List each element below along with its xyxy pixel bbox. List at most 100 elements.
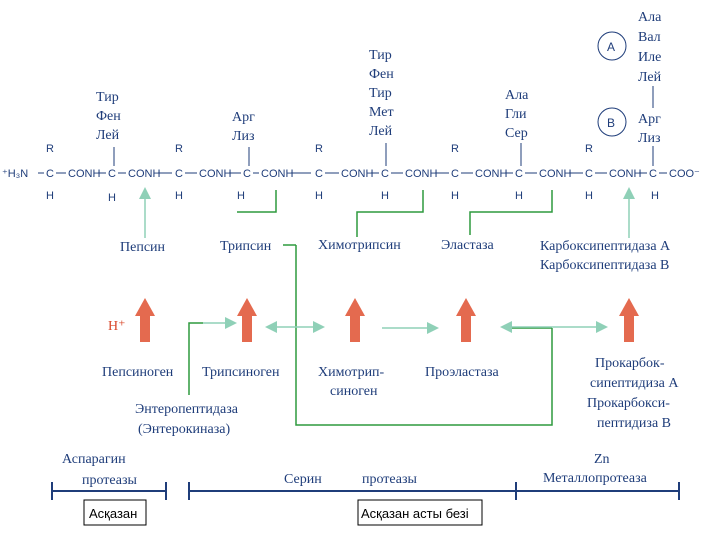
svg-text:COO⁻: COO⁻ [669, 168, 700, 180]
svg-text:Иле: Иле [638, 50, 661, 65]
class-asparagin: Аспарагин [62, 452, 126, 467]
svg-text:H: H [175, 190, 183, 202]
svg-text:Гли: Гли [505, 107, 527, 122]
svg-text:Прокарбок-: Прокарбок- [595, 356, 665, 371]
svg-text:Сер: Сер [505, 126, 528, 141]
elastase-pointer [469, 190, 553, 235]
svg-text:H: H [451, 190, 459, 202]
enteropeptidase-bracket [188, 322, 203, 395]
svg-text:A: A [607, 40, 615, 54]
side-bonds [113, 143, 654, 166]
svg-text:сипептидиза А: сипептидиза А [590, 376, 679, 391]
svg-text:C: C [243, 168, 251, 180]
circle-a: A [597, 31, 627, 61]
svg-text:Лей: Лей [369, 124, 393, 139]
svg-text:Арг: Арг [232, 110, 255, 125]
svg-text:B: B [607, 116, 615, 130]
svg-text:CONH: CONH [609, 168, 641, 180]
h-plus-label: H⁺ [108, 319, 126, 334]
svg-text:Асқазан: Асқазан [89, 506, 137, 521]
svg-text:R: R [46, 143, 54, 155]
svg-text:C: C [315, 168, 323, 180]
peptide-chain: ⁺H₃N R C H CONH C H CONH R C H CONH C H … [2, 143, 700, 204]
enteropeptidase-label: Энтеропептидаза [135, 402, 239, 417]
svg-text:R: R [451, 143, 459, 155]
class-zn: Zn [594, 452, 610, 467]
svg-text:пептидиза В: пептидиза В [597, 416, 671, 431]
svg-text:CONH: CONH [261, 168, 293, 180]
svg-text:H: H [46, 190, 54, 202]
svg-text:Тир: Тир [369, 48, 392, 63]
red-arrow-5 [619, 298, 639, 342]
svg-text:⁺H₃N: ⁺H₃N [2, 168, 28, 180]
svg-text:H: H [585, 190, 593, 202]
enzyme-carboxypeptidase-a: Карбоксипептидаза А [540, 239, 671, 254]
svg-text:CONH: CONH [475, 168, 507, 180]
svg-text:C: C [381, 168, 389, 180]
svg-text:Лей: Лей [638, 70, 662, 85]
zymogen-chymotrypsinogen-1: Химотрип- [318, 365, 385, 380]
svg-text:Мет: Мет [369, 105, 394, 120]
side-group-5: Ала Вал Иле Лей [638, 10, 662, 85]
range-bars [51, 482, 680, 500]
svg-text:CONH: CONH [68, 168, 100, 180]
svg-text:CONH: CONH [128, 168, 160, 180]
activation-arrows [135, 298, 639, 342]
svg-text:H: H [108, 192, 116, 204]
svg-text:Арг: Арг [638, 112, 661, 127]
svg-text:H: H [381, 190, 389, 202]
svg-text:C: C [175, 168, 183, 180]
circle-b: B [597, 107, 627, 137]
red-arrow-4 [456, 298, 476, 342]
trypsin-activation-line [295, 245, 553, 426]
svg-text:Ала: Ала [638, 10, 662, 25]
red-arrow-1 [135, 298, 155, 342]
enzyme-chymotrypsin: Химотрипсин [318, 238, 401, 253]
enzyme-elastase: Эластаза [441, 238, 495, 253]
trypsin-pointer [237, 190, 277, 213]
class-ser-protease: протеазы [362, 472, 418, 487]
svg-text:Лей: Лей [96, 128, 120, 143]
svg-text:R: R [315, 143, 323, 155]
zymogen-trypsinogen: Трипсиноген [202, 365, 280, 380]
red-arrow-3 [345, 298, 365, 342]
zymogen-procarboxypeptidase: Прокарбок- сипептидиза А Прокарбокси- пе… [587, 356, 679, 431]
svg-text:CONH: CONH [199, 168, 231, 180]
svg-text:H: H [237, 190, 245, 202]
svg-text:Тир: Тир [369, 86, 392, 101]
chymotrypsin-pointer [356, 190, 424, 237]
side-group-1: Тир Фен Лей [96, 90, 121, 143]
svg-text:CONH: CONH [539, 168, 571, 180]
side-group-6: Арг Лиз [638, 112, 661, 146]
svg-text:Прокарбокси-: Прокарбокси- [587, 396, 670, 411]
svg-text:CONH: CONH [405, 168, 437, 180]
pancreas-box: Асқазан асты безі [357, 499, 483, 526]
svg-text:Ала: Ала [505, 88, 529, 103]
svg-text:Фен: Фен [369, 67, 394, 82]
stomach-box: Асқазан [83, 499, 147, 526]
enzyme-pepsin: Пепсин [120, 240, 166, 255]
svg-text:H: H [515, 190, 523, 202]
svg-text:Фен: Фен [96, 109, 121, 124]
class-serin: Серин [284, 472, 322, 487]
svg-text:C: C [46, 168, 54, 180]
svg-text:C: C [585, 168, 593, 180]
svg-text:Лиз: Лиз [638, 131, 661, 146]
enzyme-carboxypeptidase-b: Карбоксипептидаза В [540, 258, 669, 273]
svg-text:R: R [175, 143, 183, 155]
svg-text:C: C [649, 168, 657, 180]
enzyme-trypsin: Трипсин [220, 239, 272, 254]
red-arrow-2 [237, 298, 257, 342]
zymogen-pepsinogen: Пепсиноген [102, 365, 174, 380]
svg-text:H: H [315, 190, 323, 202]
side-group-4: Ала Гли Сер [505, 88, 529, 141]
svg-text:Лиз: Лиз [232, 129, 255, 144]
enterokinase-label: (Энтерокиназа) [138, 422, 230, 437]
side-group-2: Арг Лиз [232, 110, 255, 144]
zymogen-chymotrypsinogen-2: синоген [330, 384, 378, 399]
class-asp-protease: протеазы [82, 473, 138, 488]
svg-text:C: C [515, 168, 523, 180]
svg-text:C: C [451, 168, 459, 180]
svg-text:H: H [651, 190, 659, 202]
